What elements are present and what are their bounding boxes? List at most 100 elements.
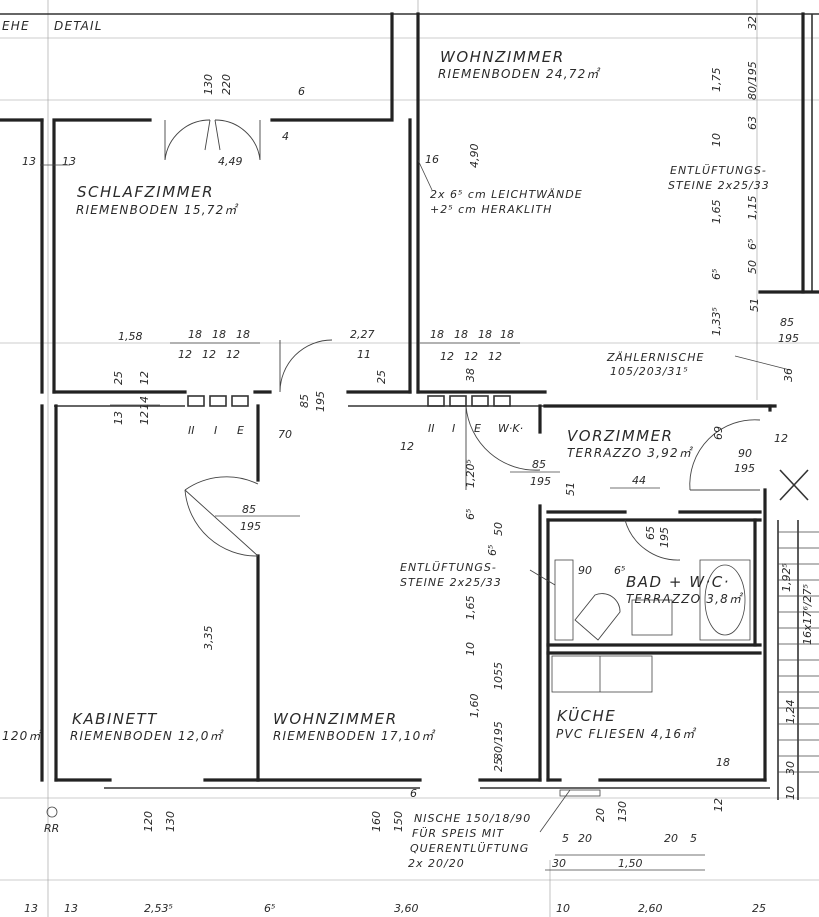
note-entlueftung-mid-1: ENTLÜFTUNGS-: [400, 561, 497, 574]
dim: 1,15: [746, 196, 759, 221]
dim: 11: [357, 348, 371, 361]
vent-label: I: [214, 424, 217, 437]
dim: 3,60: [394, 902, 419, 915]
dim: 25: [112, 371, 125, 385]
dim: 16: [425, 153, 439, 166]
dim: 12: [226, 348, 240, 361]
vent-block: [493, 395, 511, 407]
dim: 1,50: [618, 857, 643, 870]
dim: 6: [410, 787, 417, 800]
dim: 18: [188, 328, 202, 341]
dim: 25: [492, 758, 505, 772]
note-nische-2: FÜR SPEIS MIT: [412, 827, 505, 840]
leader-lines: [417, 159, 791, 833]
dim: 4: [282, 130, 289, 143]
dim: 30: [784, 761, 797, 775]
dim: 195: [240, 520, 261, 533]
dim: 18: [454, 328, 468, 341]
dim: 1,58: [118, 330, 143, 343]
dim: 13: [62, 155, 76, 168]
dim: 4,49: [218, 155, 243, 168]
dim: 12: [138, 411, 151, 425]
dim: 12: [464, 350, 478, 363]
dim: 80/195: [492, 721, 505, 760]
dim: 130: [164, 811, 177, 832]
dim: 5: [562, 832, 569, 845]
dim: 25: [752, 902, 766, 915]
dim: 36: [782, 368, 795, 382]
vent-label: E: [237, 424, 244, 437]
room-name-kabinett: KABINETT: [72, 710, 158, 728]
dim: 130: [202, 74, 215, 95]
doors: [164, 119, 761, 561]
dim: 10: [710, 133, 723, 147]
dim: 220: [220, 74, 233, 95]
kitchen-counter: [551, 655, 653, 693]
dimension-ticks: [40, 164, 705, 871]
toilet: [574, 593, 621, 641]
dim: 13: [64, 902, 78, 915]
dim: 65: [644, 526, 657, 540]
dim: 50: [492, 522, 505, 536]
dim: 20: [578, 832, 592, 845]
vent-label: I: [452, 422, 455, 435]
dim: 160: [370, 811, 383, 832]
dim: 1,33⁵: [710, 307, 723, 336]
note-entlueftung-top-2: STEINE 2x25/33: [668, 179, 770, 192]
dim: 12: [202, 348, 216, 361]
vent-label: II: [428, 422, 435, 435]
dim: 195: [778, 332, 799, 345]
room-floor-kabinett: RIEMENBODEN 12,0㎡: [70, 729, 225, 743]
dim: 13: [112, 411, 125, 425]
dimensions: 4,49 6 4 13 13 16 1,58 18 18 18 12 12 12…: [22, 16, 799, 915]
dim: 14: [138, 396, 151, 410]
dim: 1,92⁵: [780, 563, 793, 592]
note-zaehlernische-2: 105/203/31⁵: [610, 365, 689, 378]
note-nische-3: QUERENTLÜFTUNG: [410, 842, 529, 855]
room-name-vorzimmer: VORZIMMER: [567, 427, 673, 445]
dim: 38: [464, 368, 477, 382]
dim: 195: [734, 462, 755, 475]
dim: 32: [746, 16, 759, 30]
dim: 13: [22, 155, 36, 168]
vent-block: [187, 395, 205, 407]
dim: 3,35: [202, 626, 215, 651]
dim: 4,90: [468, 144, 481, 169]
vent-blocks: [187, 395, 511, 407]
dim: 85: [298, 394, 311, 408]
dim: 10: [492, 676, 505, 690]
dim: 12: [440, 350, 454, 363]
room-name-wohnzimmer-bottom: WOHNZIMMER: [273, 710, 398, 728]
note-zaehlernische-1: ZÄHLERNISCHE: [606, 351, 704, 364]
dim: 18: [212, 328, 226, 341]
dim: 130: [616, 801, 629, 822]
room-name-bad: BAD + W·C·: [626, 573, 730, 591]
dim: 50: [746, 260, 759, 274]
dim: 70: [278, 428, 292, 441]
note-entlueftung-mid-2: STEINE 2x25/33: [400, 576, 502, 589]
room-name-kueche: KÜCHE: [557, 706, 616, 725]
dim: 18: [236, 328, 250, 341]
vent-block: [231, 395, 249, 407]
room-area-left: 120㎡: [2, 729, 44, 743]
dim: 18: [716, 756, 730, 769]
dim: 12: [178, 348, 192, 361]
room-name-wohnzimmer-top: WOHNZIMMER: [440, 48, 565, 66]
dim: 1,75: [710, 68, 723, 93]
vent-block: [449, 395, 467, 407]
vent-block: [209, 395, 227, 407]
dim: 12: [400, 440, 414, 453]
vent-label: II: [188, 424, 195, 437]
dim: 85: [532, 458, 546, 471]
dim: 10: [784, 786, 797, 800]
rr-marker: [46, 806, 58, 818]
note-wk: W·K·: [498, 422, 523, 435]
dim: 6⁵: [614, 564, 625, 577]
dim: 6⁵: [486, 545, 499, 556]
bathtub-edge: [554, 559, 574, 641]
vent-block: [471, 395, 489, 407]
dim: 51: [564, 482, 577, 496]
dim: 44: [632, 474, 646, 487]
dim: 12: [138, 371, 151, 385]
note-entlueftung-top-1: ENTLÜFTUNGS-: [670, 164, 767, 177]
